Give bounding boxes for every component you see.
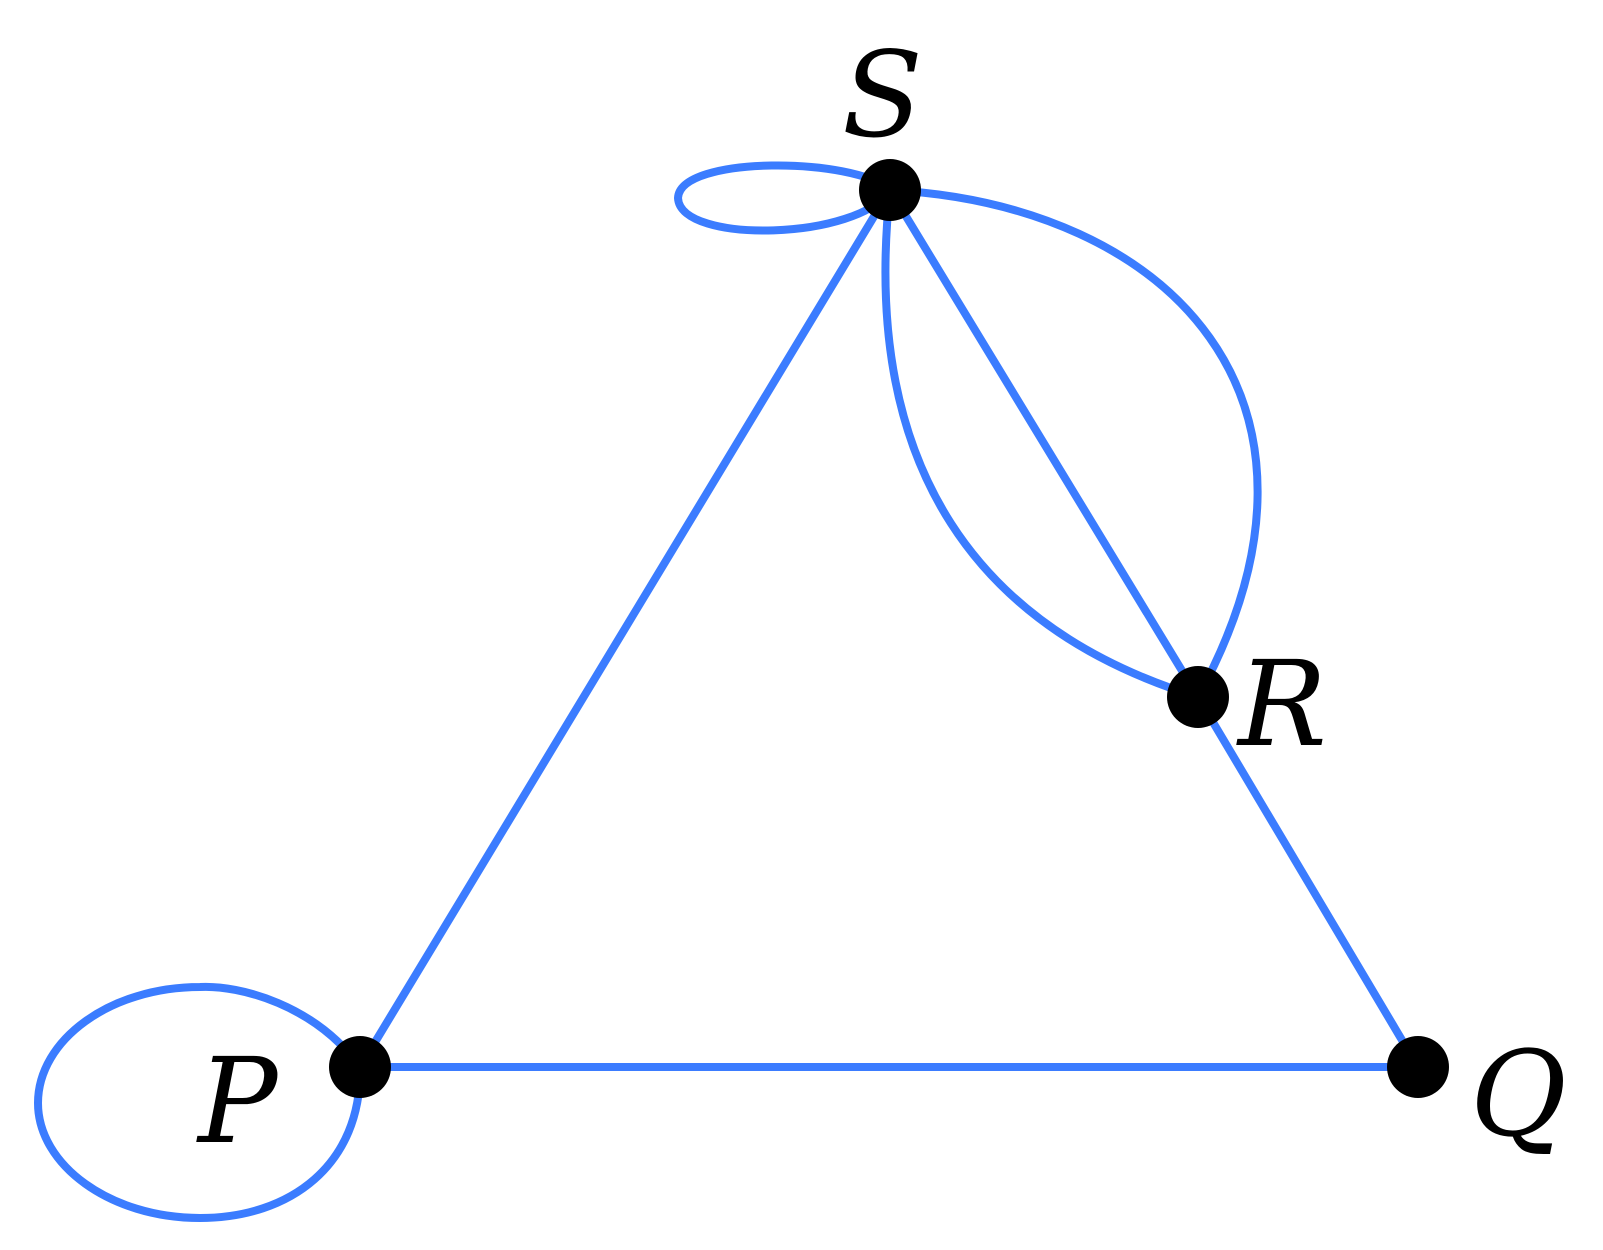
vertex-r[interactable]: [1167, 666, 1229, 728]
edge-q-r: [1194, 693, 1422, 1071]
edge-s-r-straight: [886, 186, 1202, 701]
edges: [33, 161, 1422, 1223]
nodes: [329, 159, 1449, 1098]
edge-s-p: [356, 186, 894, 1071]
edge-s-r-outer-arc: [886, 186, 1262, 701]
vertex-label-r: R: [1236, 635, 1327, 773]
vertex-p[interactable]: [329, 1036, 391, 1098]
vertex-label-q: Q: [1470, 1025, 1567, 1163]
vertex-q[interactable]: [1387, 1036, 1449, 1098]
vertex-label-p: P: [196, 1032, 280, 1170]
vertex-s[interactable]: [859, 159, 921, 221]
edge-s-r-inner-arc: [881, 186, 1202, 701]
vertex-label-s: S: [842, 26, 923, 164]
loop-s: [673, 161, 896, 235]
labels: S R P Q: [196, 26, 1567, 1170]
loop-p: [33, 982, 365, 1223]
